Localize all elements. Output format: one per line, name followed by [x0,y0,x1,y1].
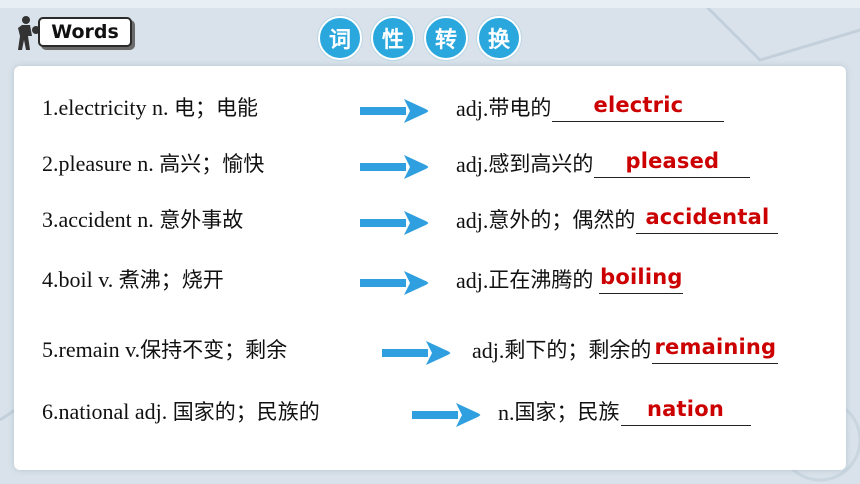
title-char-4: 换 [477,16,521,60]
arrow-right-icon [360,210,432,236]
target-zh: 意外的；偶然的 [488,208,636,232]
target-pos: adj. [456,96,489,121]
term-zh: 保持不变；剩余 [140,338,288,362]
answer-blank: electric [552,93,725,122]
target-pos: adj. [456,208,489,233]
target-zh: 感到高兴的 [488,152,594,176]
arrow-right-icon [360,154,432,180]
term-en: 4.boil v. [42,267,119,292]
answer: boiling [600,265,683,289]
term-en: 1.electricity n. [42,95,174,120]
term-en: 2.pleasure n. [42,151,160,176]
words-tag: Words [38,17,132,47]
answer-blank: boiling [599,265,684,294]
answer: nation [647,397,724,421]
list-item: 2.pleasure n. 高兴；愉快 adj. 感到高兴的 pleased [0,140,860,188]
title-char-1: 词 [318,16,362,60]
title-row: 词 性 转 换 [318,16,521,60]
target-pos: n. [498,400,515,425]
target: adj. 带电的 electric [456,92,725,122]
term: 5.remain v.保持不变；剩余 [42,334,287,364]
target: n. 国家；民族 nation [498,396,751,426]
target-pos: adj. [456,152,489,177]
list-item: 3.accident n. 意外事故 adj. 意外的；偶然的 accidenta… [0,196,860,244]
answer-blank: pleased [594,149,751,178]
answer: accidental [645,205,770,229]
term-zh: 煮沸；烧开 [118,268,224,292]
list-item: 1.electricity n. 电；电能 adj. 带电的 electric [0,84,860,132]
term: 3.accident n. 意外事故 [42,204,243,234]
target-zh: 带电的 [488,96,552,120]
answer-blank: accidental [636,205,779,234]
term-en: 3.accident n. [42,207,160,232]
target-pos: adj. [456,268,489,293]
answer-blank: remaining [652,335,779,364]
term-en: 6.national adj. [42,399,173,424]
top-bar [0,0,860,8]
answer: pleased [625,149,720,173]
term-zh: 高兴；愉快 [159,152,265,176]
arrow-right-icon [360,98,432,124]
term-zh: 意外事故 [159,208,244,232]
target: adj. 感到高兴的 pleased [456,148,751,178]
arrow-right-icon [412,402,484,428]
content-panel [14,66,846,470]
term: 6.national adj. 国家的；民族的 [42,396,320,426]
arrow-right-icon [382,340,454,366]
target: adj. 意外的；偶然的 accidental [456,204,779,234]
target-zh: 国家；民族 [514,400,620,424]
term-zh: 国家的；民族的 [172,400,320,424]
term: 4.boil v. 煮沸；烧开 [42,264,224,294]
term: 1.electricity n. 电；电能 [42,92,258,122]
answer: electric [593,93,684,117]
term-zh: 电；电能 [173,96,258,120]
target-pos: adj. [472,338,505,363]
title-char-3: 转 [424,16,468,60]
arrow-right-icon [360,270,432,296]
term: 2.pleasure n. 高兴；愉快 [42,148,264,178]
term-en: 5.remain v. [42,337,141,362]
target-zh: 正在沸腾的 [488,268,594,292]
title-char-2: 性 [371,16,415,60]
answer-blank: nation [620,397,751,426]
answer: remaining [654,335,777,359]
list-item: 6.national adj. 国家的；民族的 n. 国家；民族 nation [0,388,860,436]
target-zh: 剩下的；剩余的 [504,338,652,362]
